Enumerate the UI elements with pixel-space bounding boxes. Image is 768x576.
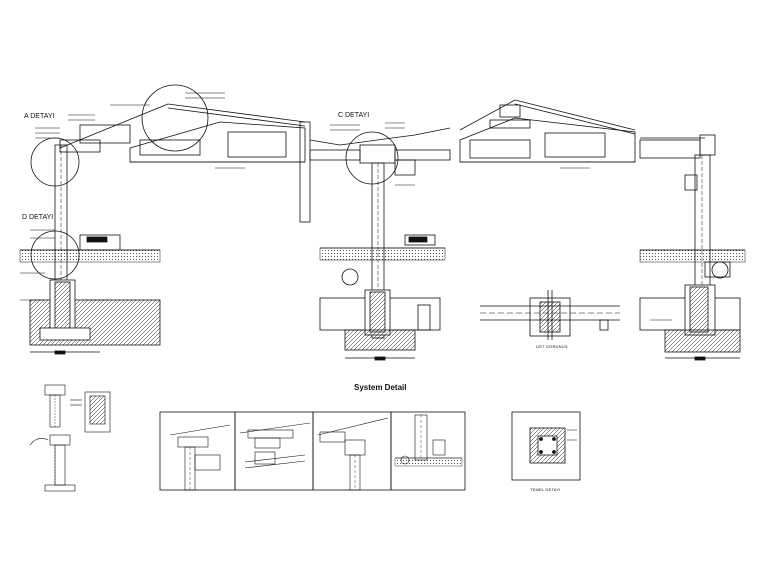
label-c-detail: C DETAYI	[338, 112, 370, 119]
top-view	[480, 290, 620, 340]
label-d-detail: D DETAYI	[22, 214, 54, 221]
detail-circle-b	[141, 84, 209, 152]
panel-3	[312, 411, 392, 491]
section-1	[19, 84, 311, 355]
label-temel-detayi: TEMEL DETAYI	[530, 487, 561, 492]
panel-4	[390, 411, 466, 491]
foundation-plan	[511, 411, 581, 481]
label-system-detail: System Detail	[354, 383, 407, 392]
section-3	[459, 99, 746, 361]
truss	[129, 121, 306, 163]
panel-2	[234, 411, 314, 491]
detail-circle-c	[345, 131, 399, 185]
label-a-detail: A DETAYI	[24, 113, 55, 120]
panel-1	[159, 411, 236, 491]
detail-circle-d	[30, 230, 80, 280]
system-detail-panels	[159, 411, 466, 491]
section-2	[309, 122, 451, 361]
small-details	[29, 384, 111, 492]
roof-line	[59, 103, 169, 149]
label-ust-gorunus: ÜST GÖRÜNÜŞ	[536, 344, 568, 349]
